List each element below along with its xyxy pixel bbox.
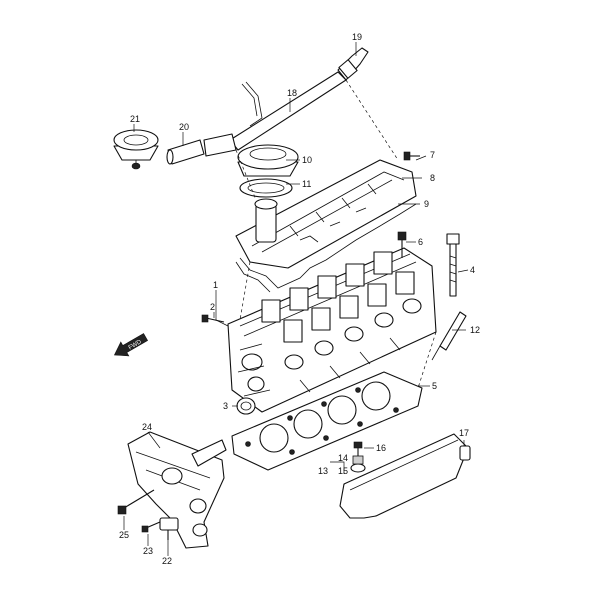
callout-14: 14: [338, 453, 348, 463]
fwd-direction-marker: FWD: [113, 333, 148, 357]
cover-gasket-part-9: [235, 203, 417, 293]
stud-part-2: [201, 314, 225, 323]
bolt-part-25: [117, 489, 155, 515]
callout-21: 21: [130, 114, 140, 124]
washer-part-15: [350, 463, 366, 473]
breather-cap-part-21: [113, 129, 159, 170]
glow-plug-part-12: [431, 311, 467, 361]
callout-9: 9: [424, 199, 429, 209]
callout-8: 8: [430, 173, 435, 183]
callout-5: 5: [432, 381, 437, 391]
clip-part-17: [459, 445, 471, 461]
callout-16: 16: [376, 443, 386, 453]
shield-part-13: [339, 433, 469, 519]
callout-25: 25: [119, 530, 129, 540]
cylinder-head-cover-part-8: [235, 159, 417, 269]
grommet-part-14: [352, 455, 364, 465]
sensor-part-22: [159, 517, 179, 540]
plug-part-3: [236, 397, 256, 415]
oil-filler-cap-part-10: [237, 144, 299, 177]
callout-22: 22: [162, 556, 172, 566]
breather-hose-part-18: [229, 71, 347, 151]
callout-labels: 19 18 20 21 10 11 7 8 9 6 4 12 5 1 2 3 1…: [119, 32, 480, 566]
cylinder-head-part-1: [227, 247, 437, 413]
callout-2: 2: [210, 302, 215, 312]
callout-20: 20: [179, 122, 189, 132]
callout-19: 19: [352, 32, 362, 42]
callout-17: 17: [459, 428, 469, 438]
callout-1: 1: [213, 280, 218, 290]
bolt-part-23: [141, 521, 161, 533]
bolt-part-16: [353, 441, 363, 456]
callout-12: 12: [470, 325, 480, 335]
callout-3: 3: [223, 401, 228, 411]
callout-11: 11: [302, 179, 311, 189]
callout-6: 6: [418, 237, 423, 247]
callout-7: 7: [430, 150, 435, 160]
bracket-housing-part-24: [127, 431, 227, 549]
callout-4: 4: [470, 265, 475, 275]
bolt-part-6: [397, 231, 407, 258]
callout-18: 18: [287, 88, 297, 98]
bolt-part-7: [403, 151, 420, 161]
hose-part-20: [166, 133, 237, 165]
breather-hose-part-19: [337, 47, 369, 81]
callout-23: 23: [143, 546, 153, 556]
head-bolt-part-4: [446, 233, 460, 297]
head-gasket-part-5: [231, 371, 423, 471]
leader-lines: [123, 42, 469, 556]
callout-15: 15: [338, 466, 348, 476]
callout-24: 24: [142, 422, 152, 432]
cap-gasket-part-11: [239, 178, 293, 198]
callout-13: 13: [318, 466, 328, 476]
callout-10: 10: [302, 155, 312, 165]
